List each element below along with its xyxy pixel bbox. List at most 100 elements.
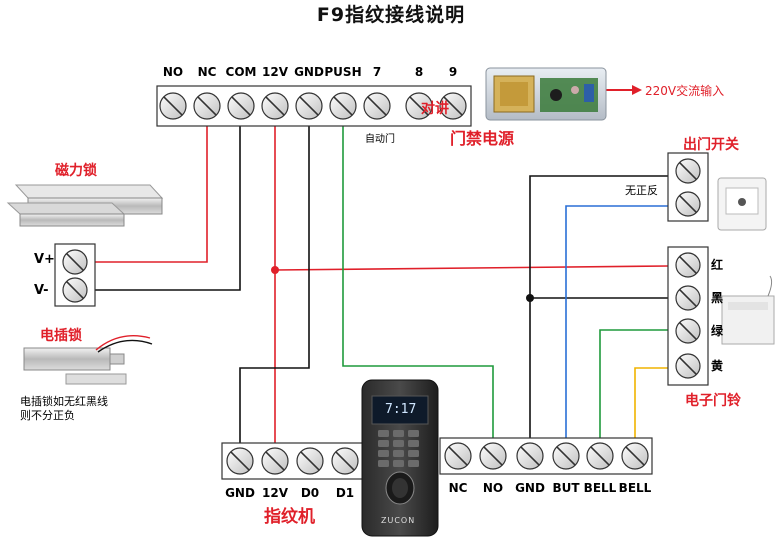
fingerprint-screw-3 xyxy=(296,447,324,475)
doorbell-image xyxy=(721,275,775,345)
yellow-wire-bell xyxy=(634,367,668,440)
keypad-key xyxy=(408,460,419,467)
diagram-title: F9指纹接线说明 xyxy=(316,4,466,26)
bolt-lock-title: 电插锁 xyxy=(40,328,82,344)
doorbell-title: 电子门铃 xyxy=(685,393,741,409)
blue-wire-but xyxy=(565,205,668,440)
doorbell-screw-3 xyxy=(675,318,701,344)
controller-terminal-label-5: BELL xyxy=(583,481,617,495)
controller-screw-2 xyxy=(479,442,507,470)
fingerprint-terminal-label-4: D1 xyxy=(335,486,355,500)
exit-screw-1 xyxy=(675,158,701,184)
controller-terminal-label-4: BUT xyxy=(552,481,580,495)
doorbell-wire-label-1: 红 xyxy=(711,258,724,272)
ac-input-label: 220V交流输入 xyxy=(645,84,725,98)
fingerprint-device-image xyxy=(361,379,439,537)
keypad-key xyxy=(393,460,404,467)
black-wire-gnd xyxy=(239,118,310,445)
fingerprint-terminal-label-3: D0 xyxy=(300,486,320,500)
top-terminal-screw-6 xyxy=(329,92,357,120)
bolt-lock-image xyxy=(23,335,153,385)
fingerprint-screen-time: 7:17 xyxy=(385,402,417,417)
keypad-key xyxy=(378,450,389,457)
top-terminal-screw-8 xyxy=(405,92,433,120)
top-terminal-screw-9 xyxy=(439,92,467,120)
bolt-lock-note-2: 则不分正负 xyxy=(20,409,75,422)
keypad-key xyxy=(408,450,419,457)
doorbell-wire-label-3: 绿 xyxy=(711,324,724,338)
top-terminal-screw-7 xyxy=(363,92,391,120)
controller-terminal-label-6: BELL xyxy=(618,481,652,495)
maglock-title: 磁力锁 xyxy=(55,163,97,179)
maglock-image xyxy=(6,184,164,227)
doorbell-screw-2 xyxy=(675,285,701,311)
junction-gnd xyxy=(526,294,534,302)
controller-screw-5 xyxy=(586,442,614,470)
controller-screw-6 xyxy=(621,442,649,470)
top-terminal-screw-1 xyxy=(159,92,187,120)
keypad-key xyxy=(378,460,389,467)
top-terminal-label-4: 12V xyxy=(262,65,288,79)
bolt-lock-note-1: 电插锁如无红黑线 xyxy=(20,395,108,408)
power-supply-image xyxy=(485,67,607,121)
exit-button-image xyxy=(717,177,767,231)
top-terminal-screw-4 xyxy=(261,92,289,120)
fingerprint-title: 指纹机 xyxy=(264,507,315,527)
keypad-key xyxy=(378,440,389,447)
black-wire-com-vminus xyxy=(95,118,241,291)
doorbell-wire-label-2: 黑 xyxy=(711,291,724,305)
power-supply-title: 门禁电源 xyxy=(450,129,515,148)
fingerprint-screw-2 xyxy=(261,447,289,475)
doorbell-wire-label-4: 黄 xyxy=(711,359,724,373)
fingerprint-brand: ZUCON xyxy=(381,516,416,525)
keypad-key xyxy=(393,430,404,437)
controller-screw-1 xyxy=(444,442,472,470)
top-terminal-label-6: PUSH xyxy=(324,65,362,79)
auto-door-label: 自动门 xyxy=(365,134,395,145)
keypad-key xyxy=(408,430,419,437)
doorbell-screw-4 xyxy=(675,353,701,379)
top-terminal-label-3: COM xyxy=(225,65,257,79)
green-wire-push xyxy=(342,118,494,440)
green-wire-bell xyxy=(599,329,668,440)
controller-terminal-block xyxy=(439,437,653,475)
controller-screw-4 xyxy=(552,442,580,470)
exit-screw-2 xyxy=(675,191,701,217)
controller-screw-3 xyxy=(516,442,544,470)
doorbell-screw-1 xyxy=(675,252,701,278)
top-terminal-label-2: NC xyxy=(197,65,217,79)
keypad-key xyxy=(393,450,404,457)
top-terminal-screw-3 xyxy=(227,92,255,120)
red-wire-nc-vplus xyxy=(95,118,208,263)
controller-terminal-label-2: NO xyxy=(482,481,504,495)
top-terminal-screw-5 xyxy=(295,92,323,120)
fingerprint-terminal-label-1: GND xyxy=(225,486,255,500)
fingerprint-screw-1 xyxy=(226,447,254,475)
top-terminal-label-8: 8 xyxy=(414,65,424,79)
ac-input-arrow-head xyxy=(632,85,642,95)
top-terminal-label-9: 9 xyxy=(448,65,458,79)
maglock-vplus-label: V+ xyxy=(34,252,55,267)
intercom-label: 对讲 xyxy=(421,101,449,117)
nonpolar-label: 无正反 xyxy=(625,184,658,197)
maglock-vminus-label: V- xyxy=(34,283,49,298)
junction-12v xyxy=(271,266,279,274)
fingerprint-terminal-label-2: 12V xyxy=(262,486,288,500)
exit-button-title: 出门开关 xyxy=(683,137,739,153)
maglock-screw-vminus xyxy=(62,277,88,303)
keypad-key xyxy=(408,440,419,447)
top-terminal-label-5: GND xyxy=(294,65,324,79)
maglock-screw-vplus xyxy=(62,249,88,275)
keypad-key xyxy=(378,430,389,437)
fingerprint-screw-4 xyxy=(331,447,359,475)
controller-terminal-label-1: NC xyxy=(448,481,468,495)
keypad-key xyxy=(393,440,404,447)
controller-terminal-label-3: GND xyxy=(515,481,545,495)
black-wire-exit-gnd xyxy=(529,175,668,440)
top-terminal-label-1: NO xyxy=(162,65,184,79)
red-wire-bell-power xyxy=(274,265,669,271)
top-terminal-screw-2 xyxy=(193,92,221,120)
top-terminal-label-7: 7 xyxy=(372,65,382,79)
